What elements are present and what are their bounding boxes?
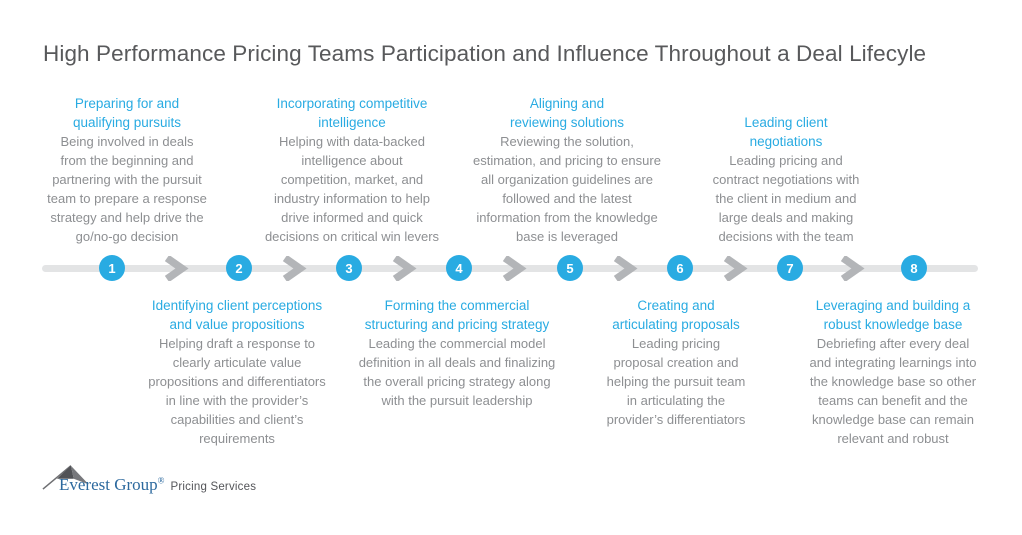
chevron-right-icon — [501, 254, 527, 283]
step-5-block: Aligning and reviewing solutions Reviewi… — [459, 94, 675, 246]
step-5-body: Reviewing the solution, estimation, and … — [473, 134, 661, 244]
timeline-step-7: 7 — [777, 255, 803, 281]
brand-name: Everest Group® — [59, 475, 165, 494]
step-8-heading: Leveraging and building a robust knowled… — [815, 298, 971, 332]
step-4-heading: Forming the commercial structuring and p… — [364, 298, 550, 332]
chevron-right-icon — [722, 254, 748, 283]
timeline-step-2: 2 — [226, 255, 252, 281]
step-7-heading: Leading client negotiations — [744, 115, 828, 149]
chevron-right-icon — [391, 254, 417, 283]
step-8-body: Debriefing after every deal and integrat… — [809, 336, 977, 446]
timeline-step-4: 4 — [446, 255, 472, 281]
timeline-bar — [42, 265, 978, 272]
step-5-heading: Aligning and reviewing solutions — [509, 96, 625, 130]
step-6-heading: Creating and articulating proposals — [612, 298, 740, 332]
step-4-block: Forming the commercial structuring and p… — [345, 296, 569, 410]
chevron-right-icon — [839, 254, 865, 283]
timeline-step-5: 5 — [557, 255, 583, 281]
step-8-block: Leveraging and building a robust knowled… — [788, 296, 998, 448]
step-6-body: Leading pricing proposal creation and he… — [606, 336, 746, 427]
timeline-step-6: 6 — [667, 255, 693, 281]
logo-text: Everest Group® Pricing Services — [59, 475, 256, 495]
step-2-block: Identifying client perceptions and value… — [129, 296, 345, 448]
timeline-step-3: 3 — [336, 255, 362, 281]
timeline-step-8: 8 — [901, 255, 927, 281]
registered-mark: ® — [157, 475, 165, 486]
step-2-heading: Identifying client perceptions and value… — [151, 298, 323, 332]
step-1-block: Preparing for and qualifying pursuits Be… — [32, 94, 222, 246]
step-3-block: Incorporating competitive intelligence H… — [247, 94, 457, 246]
page-title: High Performance Pricing Teams Participa… — [43, 41, 927, 66]
mountain-peak-icon — [42, 465, 89, 490]
chevron-right-icon — [281, 254, 307, 283]
step-1-heading: Preparing for and qualifying pursuits — [72, 96, 182, 130]
step-7-block: Leading client negotiations Leading pric… — [691, 113, 881, 246]
everest-group-logo: Everest Group® Pricing Services — [42, 459, 362, 497]
step-6-block: Creating and articulating proposals Lead… — [583, 296, 769, 429]
step-3-body: Helping with data-backed intelligence ab… — [264, 134, 440, 244]
step-4-body: Leading the commercial model definition … — [358, 336, 556, 408]
step-7-body: Leading pricing and contract negotiation… — [712, 153, 860, 244]
brand-suffix: Pricing Services — [170, 481, 257, 493]
timeline-step-1: 1 — [99, 255, 125, 281]
step-2-body: Helping draft a response to clearly arti… — [148, 336, 326, 446]
step-1-body: Being involved in deals from the beginni… — [47, 134, 207, 244]
step-3-heading: Incorporating competitive intelligence — [276, 96, 428, 130]
chevron-right-icon — [612, 254, 638, 283]
chevron-right-icon — [163, 254, 189, 283]
